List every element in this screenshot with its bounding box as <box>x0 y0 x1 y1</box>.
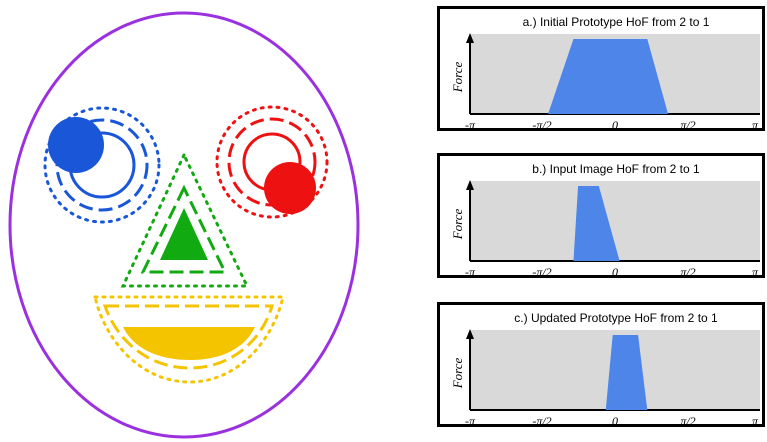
x-tick-label: -π/2 <box>532 414 551 424</box>
x-tick-label: π <box>752 118 759 128</box>
mouth-group <box>93 295 285 384</box>
hof-area <box>573 186 620 261</box>
face-diagram <box>8 11 360 439</box>
hof-panel-b: b.) Input Image HoF from 2 to 1 Force -π… <box>437 153 765 278</box>
x-tick-label: 0 <box>612 265 618 275</box>
x-tick-label: π/2 <box>680 414 695 424</box>
x-tick-label: π/2 <box>680 118 695 128</box>
x-tick-label: -π <box>465 118 476 128</box>
red-circle-shape <box>264 162 316 214</box>
hof-chart-b: b.) Input Image HoF from 2 to 1 Force -π… <box>450 162 760 275</box>
y-axis-arrow-icon <box>466 329 474 339</box>
chart-title: c.) Updated Prototype HoF from 2 to 1 <box>514 311 718 325</box>
x-tick-label: 0 <box>612 414 618 424</box>
x-tick-label: -π/2 <box>532 118 551 128</box>
y-axis-label: Force <box>450 208 465 240</box>
chart-title: a.) Initial Prototype HoF from 2 to 1 <box>523 15 710 29</box>
x-tick-label: π/2 <box>680 265 695 275</box>
left-eye-group <box>43 106 161 224</box>
hof-panel-a: a.) Initial Prototype HoF from 2 to 1 Fo… <box>437 6 765 131</box>
x-tick-label: π <box>752 265 759 275</box>
face-outline <box>8 11 360 439</box>
x-tick-label: -π <box>465 414 476 424</box>
y-axis-label: Force <box>450 61 465 93</box>
x-tick-label: 0 <box>612 118 618 128</box>
nose-group <box>120 151 250 288</box>
x-tick-label: -π <box>465 265 476 275</box>
green-triangle-shape <box>160 208 208 260</box>
x-tick-label: π <box>752 414 759 424</box>
right-eye-group <box>215 105 329 219</box>
y-axis-arrow-icon <box>466 33 474 43</box>
y-axis-label: Force <box>450 357 465 389</box>
yellow-mouth-shape <box>123 327 255 360</box>
hof-panel-c: c.) Updated Prototype HoF from 2 to 1 Fo… <box>437 302 765 427</box>
hof-area <box>548 39 669 114</box>
hof-chart-c: c.) Updated Prototype HoF from 2 to 1 Fo… <box>450 311 760 424</box>
x-tick-label: -π/2 <box>532 265 551 275</box>
hof-area <box>605 335 648 410</box>
blue-circle-shape <box>48 117 104 173</box>
y-axis-arrow-icon <box>466 180 474 190</box>
hof-chart-a: a.) Initial Prototype HoF from 2 to 1 Fo… <box>450 15 760 128</box>
chart-title: b.) Input Image HoF from 2 to 1 <box>532 162 700 176</box>
